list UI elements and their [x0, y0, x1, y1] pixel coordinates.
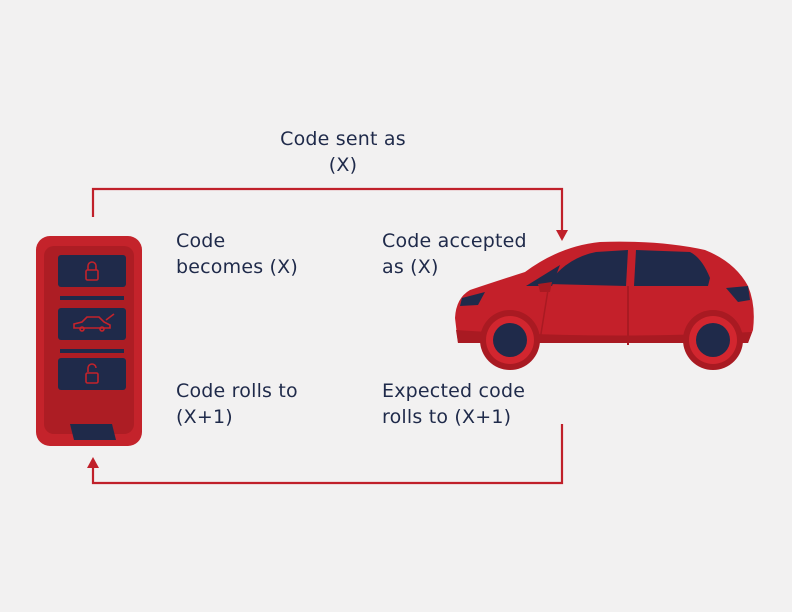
car-illustration: [455, 241, 754, 370]
lock-button: [58, 255, 126, 287]
arrow-car-to-fob: [87, 424, 564, 485]
trunk-button: [58, 308, 126, 340]
car-trunk-icon: [73, 313, 115, 332]
unlock-button: [58, 358, 126, 390]
rear-window: [634, 250, 710, 286]
arrow-fob-to-car: [91, 187, 568, 241]
key-slot: [70, 424, 116, 440]
headlight: [460, 292, 485, 306]
code-rolls-label: Code rolls to (X+1): [176, 380, 298, 428]
key-fob: [36, 236, 142, 446]
lock-open-icon: [85, 363, 99, 384]
code-accepted-label: Code accepted as (X): [382, 230, 527, 278]
code-sent-label: Code sent as (X): [280, 128, 406, 176]
front-window: [548, 250, 628, 286]
expected-code-rolls-label: Expected code rolls to (X+1): [382, 380, 526, 428]
taillight: [726, 286, 750, 302]
lock-closed-icon: [85, 261, 99, 281]
code-becomes-label: Code becomes (X): [176, 230, 298, 278]
